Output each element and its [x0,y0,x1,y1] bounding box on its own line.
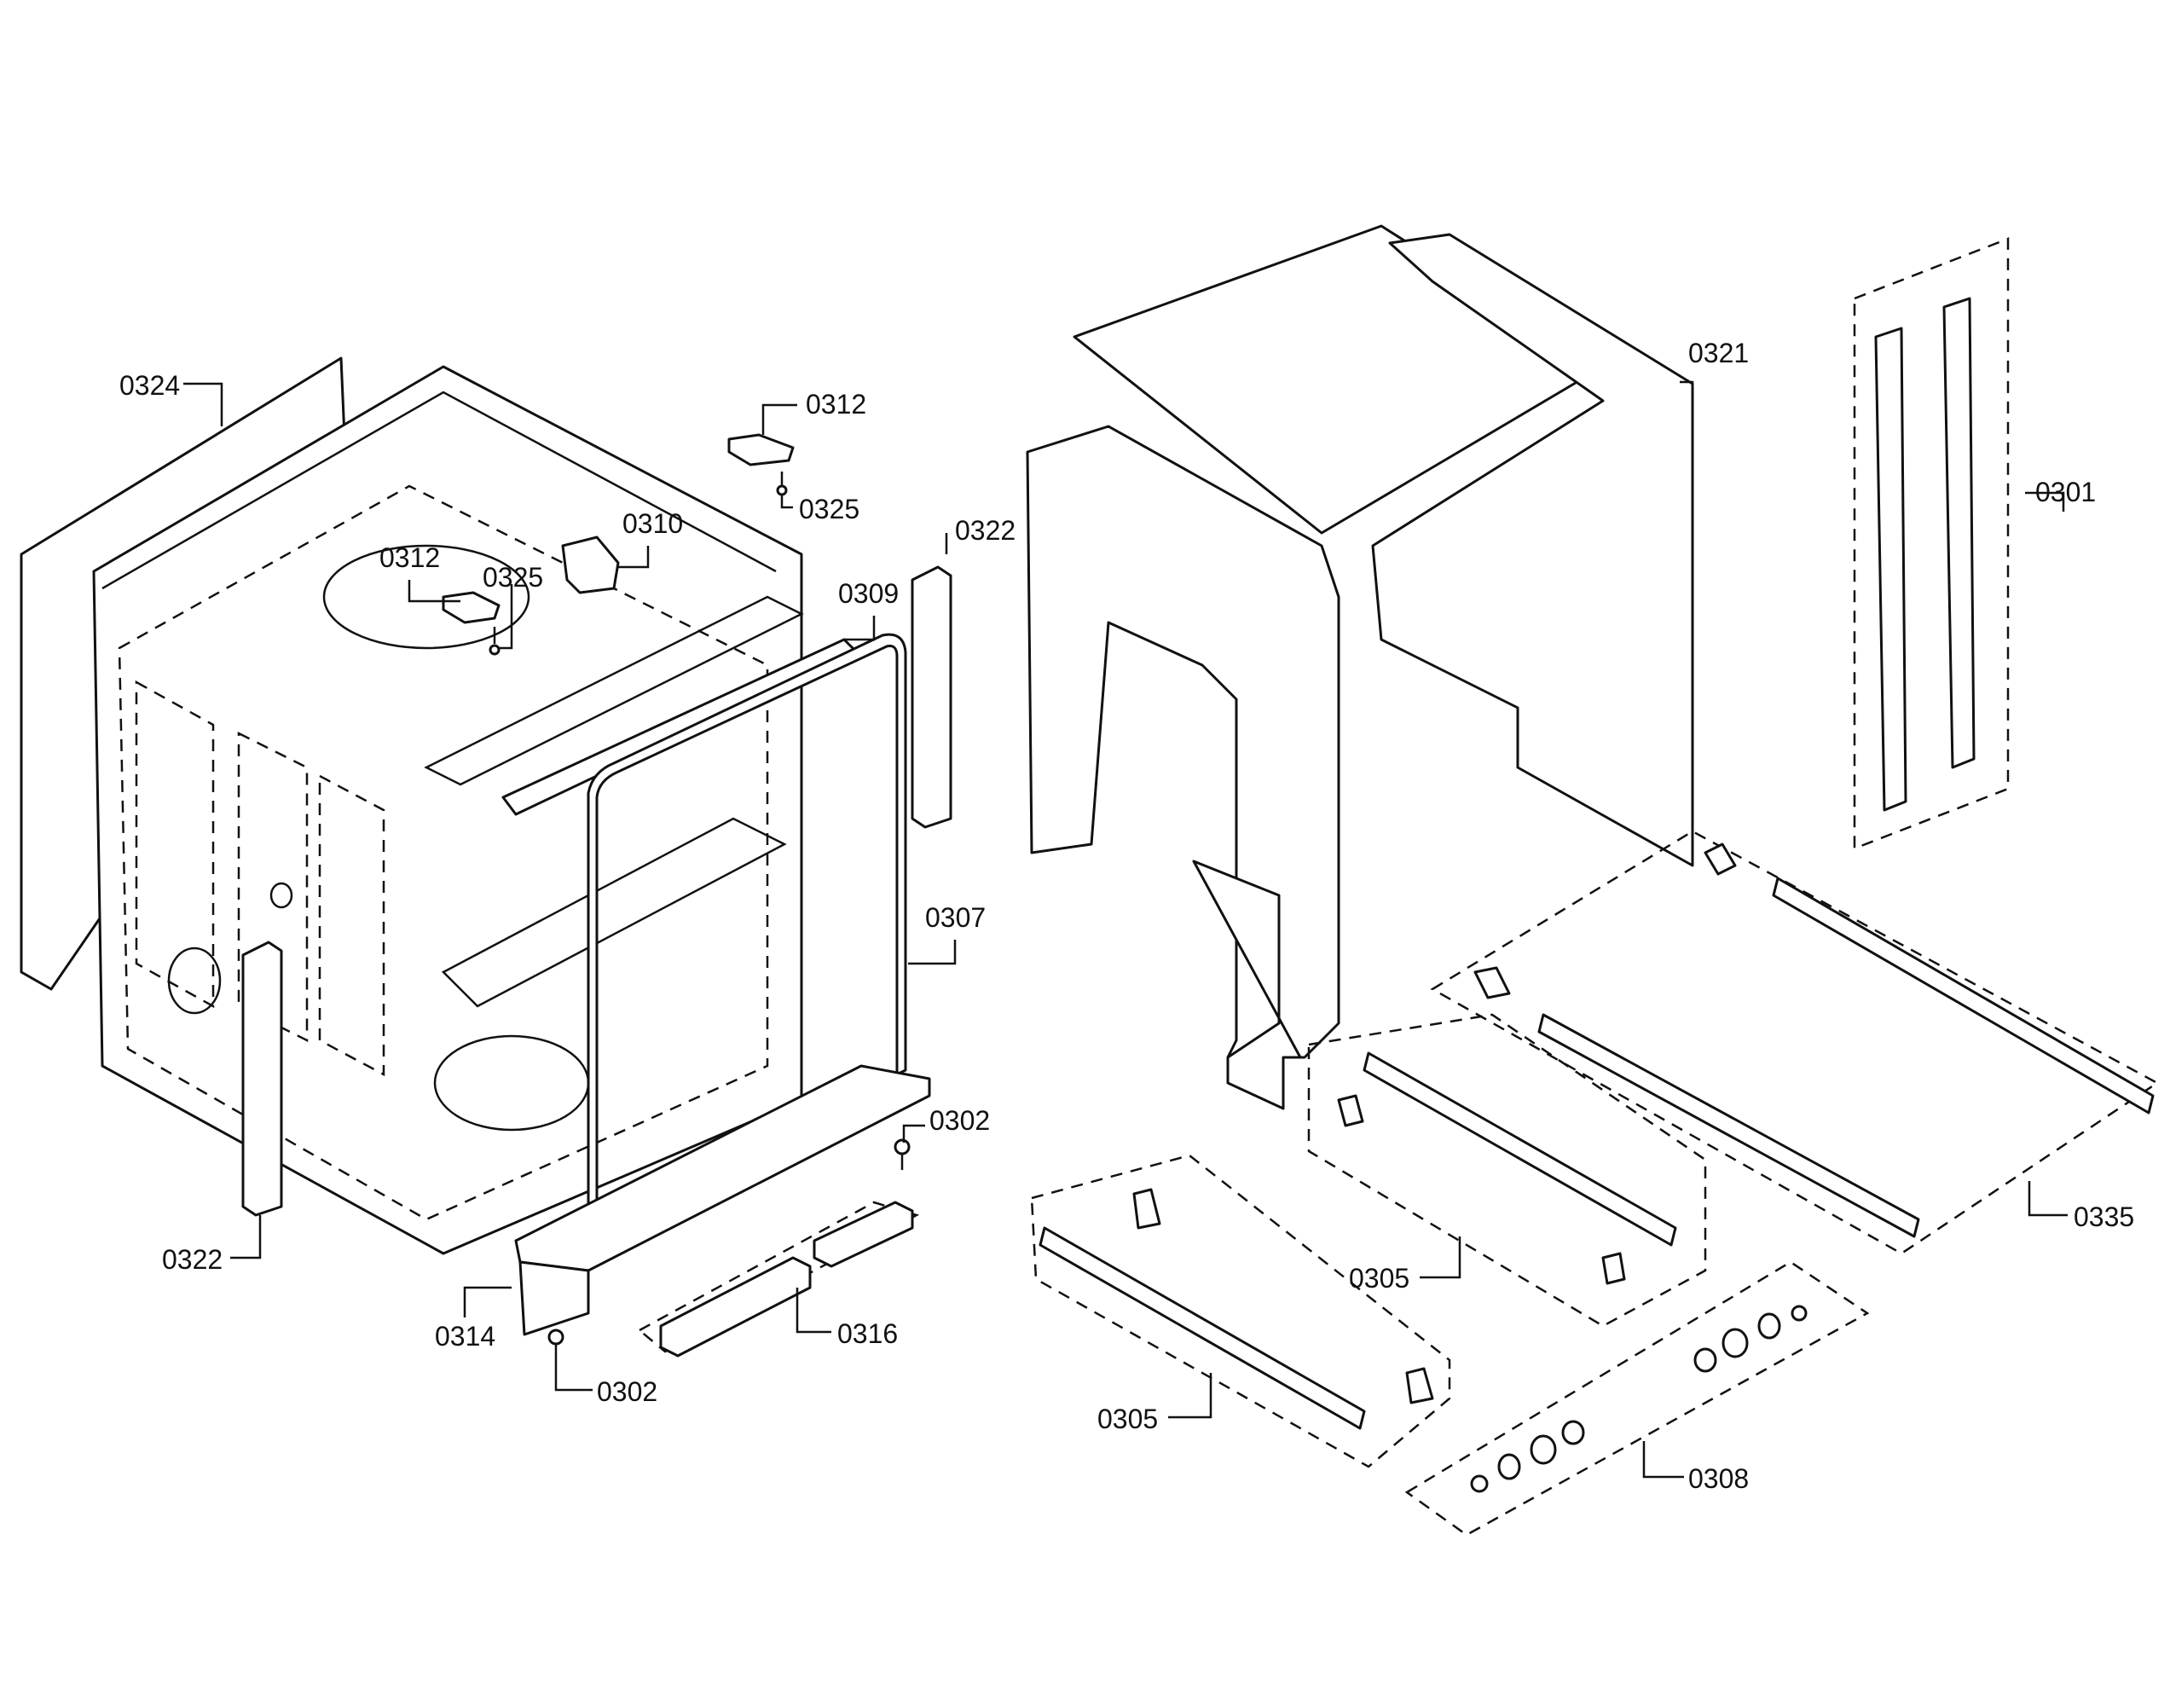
label-0324: 0324 [119,370,180,401]
label-0302-lower: 0302 [597,1376,657,1407]
label-0314: 0314 [435,1321,495,1352]
part-0305-upper-rail [1307,1013,1707,1328]
part-0308-hardware [1404,1260,1870,1537]
label-0321: 0321 [1688,338,1749,368]
label-0335: 0335 [2074,1201,2134,1232]
part-0335-slide-rails [1430,830,2160,1255]
part-0321-insulation [1026,224,1694,1110]
part-0314-trim [514,1064,931,1336]
label-0310: 0310 [622,508,683,539]
label-0308: 0308 [1688,1463,1749,1494]
label-0312-lower: 0312 [379,542,440,573]
part-0325-screw-upper [776,472,788,496]
label-0301: 0301 [2035,477,2096,507]
label-0305-upper: 0305 [1349,1263,1409,1294]
callout-labels: 0324 0312 0325 0310 0312 0325 0322 0309 … [119,338,2134,1494]
label-0305-lower: 0305 [1097,1404,1158,1434]
part-0301-rails [1853,237,2010,850]
label-0309: 0309 [838,578,899,609]
part-0322-strip-left [241,941,283,1217]
label-0312-upper: 0312 [806,389,866,420]
label-0322-lower: 0322 [162,1244,223,1275]
part-0305-lower-rail [1030,1154,1451,1468]
label-0316: 0316 [837,1318,898,1349]
part-0322-strip-right [911,565,952,829]
part-0325-screw-lower [489,627,501,656]
label-0307: 0307 [925,902,986,933]
part-0310-hinge [561,536,620,594]
part-0302-screw-left [547,1329,564,1360]
label-0322-upper: 0322 [955,515,1016,546]
label-0325-lower: 0325 [483,562,543,593]
part-0302-screw-right [894,1138,911,1170]
label-0302-right: 0302 [929,1105,990,1136]
part-0312-bracket-upper [727,433,795,466]
label-0325-upper: 0325 [799,494,859,524]
leader-lines [183,380,2068,1479]
part-0316-feet [637,1201,920,1358]
